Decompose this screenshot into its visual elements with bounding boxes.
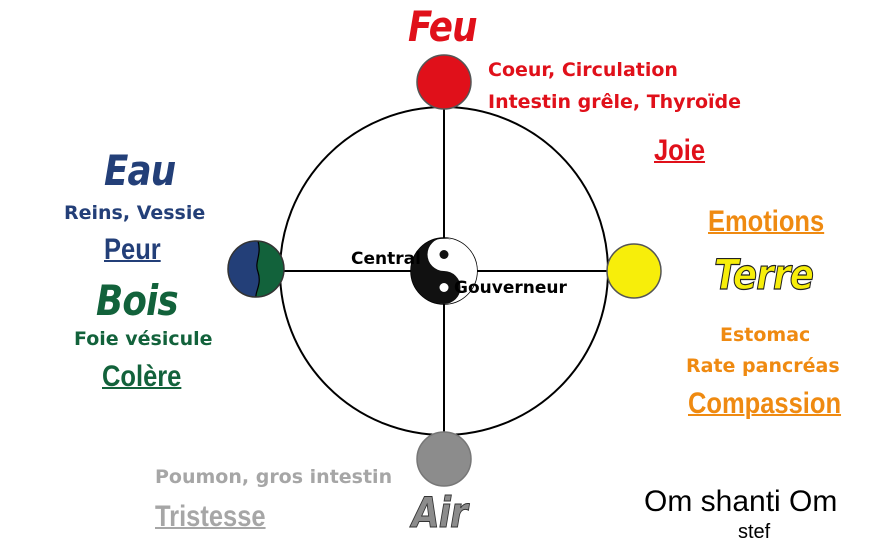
- fire-node: [416, 54, 472, 110]
- earth-organs-line2: Rate pancréas: [686, 355, 840, 377]
- water-emotion: Peur: [104, 233, 161, 266]
- earth-emotions-label: Emotions: [708, 205, 825, 238]
- yin-yang-icon: [410, 237, 478, 305]
- water-organs: Reins, Vessie: [64, 202, 206, 224]
- earth-organs-line1: Estomac: [720, 324, 811, 346]
- metal-organs: Poumon, gros intestin: [155, 466, 393, 488]
- central-label: Central: [351, 249, 421, 269]
- fire-emotion: Joie: [654, 134, 706, 167]
- metal-element-label: Air: [412, 488, 469, 537]
- wood-element-label: Bois: [96, 276, 179, 325]
- wood-emotion: Colère: [102, 360, 182, 393]
- author-signature: stef: [738, 521, 771, 543]
- governor-label: Gouverneur: [454, 278, 567, 298]
- metal-node: [416, 431, 472, 487]
- earth-emotion: Compassion: [688, 387, 842, 420]
- earth-element-label: Terre: [713, 250, 814, 299]
- earth-node: [606, 243, 662, 299]
- wood-organs: Foie vésicule: [74, 328, 213, 350]
- fire-element-label: Feu: [408, 2, 478, 51]
- water-element-label: Eau: [104, 146, 176, 195]
- fire-organs-line1: Coeur, Circulation: [488, 59, 678, 81]
- fire-organs-line2: Intestin grêle, Thyroïde: [488, 91, 741, 113]
- water-wood-node: [227, 240, 285, 298]
- metal-emotion: Tristesse: [155, 500, 266, 533]
- mantra-text: Om shanti Om: [644, 485, 838, 518]
